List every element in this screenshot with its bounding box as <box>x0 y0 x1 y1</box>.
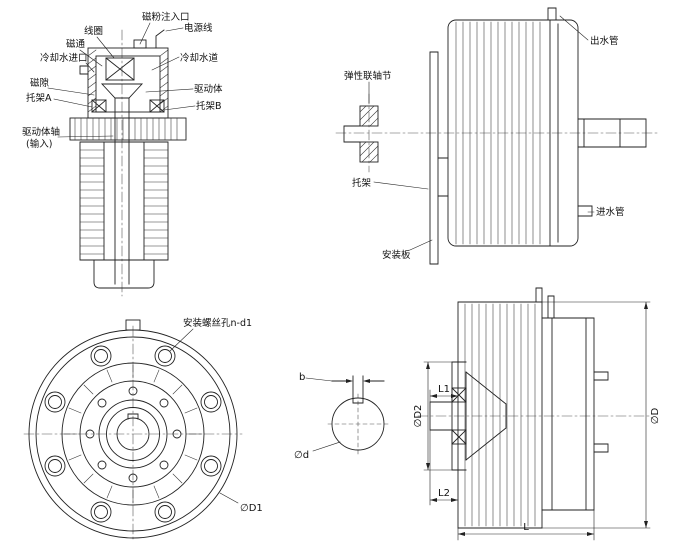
terminal-stubs <box>593 371 609 453</box>
inlet-pipe <box>577 205 593 217</box>
label-cooling-inlet: 冷却水进口 <box>40 52 88 64</box>
right-section <box>541 317 595 511</box>
arrow <box>458 532 465 536</box>
circle-2 <box>35 336 231 532</box>
circle-5 <box>98 399 168 469</box>
body-fins <box>455 21 541 245</box>
elastic-coupling <box>343 93 379 173</box>
arrow <box>426 362 430 369</box>
label-coupling: 弹性联轴节 <box>344 70 392 82</box>
label-drive-shaft: 驱动体轴 <box>22 126 60 138</box>
arrow <box>430 498 437 502</box>
label-bracket-b: 托架B <box>196 100 222 112</box>
label-power-line: 电源线 <box>184 22 213 34</box>
label-d2: ∅D2 <box>413 405 424 428</box>
label-flux: 磁通 <box>66 38 86 50</box>
label-gap: 磁隙 <box>30 77 50 89</box>
leader-lines <box>169 328 239 504</box>
label-screw-holes: 安装螺丝孔n-d1 <box>183 317 252 329</box>
input-funnel <box>465 371 507 461</box>
label-powder-inlet: 磁粉注入口 <box>142 11 190 23</box>
clutch-body <box>447 19 579 247</box>
crosshair <box>23 325 243 543</box>
view-side: 出水管 弹性联轴节 托架 进水管 安装板 <box>335 7 659 265</box>
leader-lines <box>368 15 595 251</box>
leader-lines <box>305 377 341 452</box>
label-mounting-plate: 安装板 <box>382 249 411 261</box>
circle-3 <box>61 362 205 506</box>
view-dimensions: ∅D2 L1 L2 L ∅D <box>413 287 661 541</box>
powder-port <box>133 39 147 49</box>
label-coil: 线圈 <box>84 25 103 37</box>
label-d1: ∅D1 <box>240 503 263 514</box>
label-cooling-channel: 冷却水道 <box>180 52 219 64</box>
bearing-right <box>149 99 165 113</box>
bearing-left <box>91 99 107 113</box>
label-bracket-a: 托架A <box>26 92 52 104</box>
label-bracket: 托架 <box>352 177 372 189</box>
coil-symbol <box>105 57 135 81</box>
view-shaft-detail: b ∅d <box>294 372 389 461</box>
bolt-holes <box>44 345 222 523</box>
view-cross-section: 磁粉注入口 电源线 线圈 磁通 冷却水进口 冷却水道 磁隙 驱动体 托架A 托架… <box>22 11 223 297</box>
arrow <box>346 379 353 383</box>
bracket-connector <box>437 157 449 197</box>
cooling-inlet-stub <box>79 65 89 75</box>
arrow <box>426 463 430 470</box>
outlet-pipe <box>547 7 557 21</box>
shaft-circle <box>331 397 385 451</box>
inner-holes <box>85 386 182 483</box>
mounting-plate <box>429 51 439 265</box>
d-dimension <box>541 301 651 529</box>
d2-dimension <box>423 361 453 471</box>
label-b: b <box>299 372 305 383</box>
label-l: L <box>523 522 529 533</box>
label-l2: L2 <box>438 488 450 499</box>
leader-lines <box>47 22 196 138</box>
arrow <box>644 302 648 309</box>
arrow <box>430 394 437 398</box>
output-drum <box>79 141 169 289</box>
mounting-band <box>69 117 187 141</box>
arrow <box>587 532 594 536</box>
label-drive-shaft-input: (输入) <box>26 138 52 150</box>
housing-section <box>79 29 169 119</box>
finned-section <box>457 301 543 529</box>
arrow <box>644 521 648 528</box>
label-d: ∅d <box>294 450 309 461</box>
output-shaft <box>577 118 647 148</box>
keyway <box>127 413 139 420</box>
label-d: ∅D <box>650 408 661 425</box>
arrow <box>451 394 458 398</box>
pipe-stubs <box>535 287 555 319</box>
key-slot <box>352 375 364 404</box>
circle-6 <box>106 407 160 461</box>
circle-4 <box>79 380 187 488</box>
power-wire <box>155 29 165 49</box>
label-outlet-pipe: 出水管 <box>590 35 619 47</box>
drum-fins-right <box>143 149 169 255</box>
detail-centerlines <box>327 393 389 455</box>
arrow <box>451 498 458 502</box>
label-l1: L1 <box>438 384 450 395</box>
label-driving-body: 驱动体 <box>194 83 223 95</box>
body-steps <box>549 19 559 247</box>
bore <box>116 417 150 451</box>
radial-slots <box>63 364 203 504</box>
arrow <box>363 379 370 383</box>
terminal-tab <box>125 319 141 331</box>
view-front: 安装螺丝孔n-d1 ∅D1 <box>23 317 263 543</box>
drum-fins-left <box>79 149 105 255</box>
label-inlet-pipe: 进水管 <box>596 206 625 218</box>
